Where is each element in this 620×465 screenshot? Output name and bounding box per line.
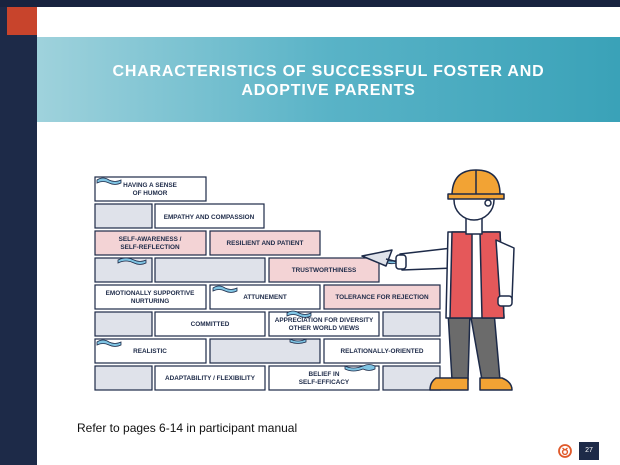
brick-label-resilient: RESILIENT AND PATIENT <box>227 240 304 247</box>
brick-emotionally-supportive <box>94 284 207 310</box>
brick-trustworthiness <box>268 257 380 283</box>
brick-label-selfaware-1: SELF-AWARENESS / <box>119 236 182 243</box>
brick-resilient <box>209 230 321 256</box>
trowel-icon <box>361 249 393 267</box>
brick-humor <box>94 176 207 202</box>
brick-diversity <box>268 311 380 337</box>
brick-blank <box>94 203 153 229</box>
brick-adaptability <box>154 365 266 391</box>
brick-label-attunement: ATTUNEMENT <box>243 294 287 301</box>
brick-label-humor-2: OF HUMOR <box>133 190 168 197</box>
brick-label-efficacy-1: BELIEF IN <box>309 371 340 378</box>
org-logo-icon <box>558 444 572 458</box>
red-accent-square <box>7 7 37 35</box>
brick-blank <box>382 311 441 337</box>
brick-label-relational: RELATIONALLY-ORIENTED <box>340 348 423 355</box>
brick-label-selfaware-2: SELF-REFLECTION <box>120 244 180 251</box>
brick-label-humor-1: HAVING A SENSE <box>123 182 177 189</box>
brick-blank <box>154 257 266 283</box>
slide-title-line-2: ADOPTIVE PARENTS <box>241 82 416 99</box>
brick-label-emotional-2: NURTURING <box>131 298 169 305</box>
brick-self-awareness <box>94 230 207 256</box>
slide-title-line-1: CHARACTERISTICS OF SUCCESSFUL FOSTER AND <box>112 63 545 80</box>
brick-tolerance <box>323 284 441 310</box>
brick-relationally-oriented <box>323 338 441 364</box>
construction-worker-illustration <box>361 169 515 391</box>
brick-empathy <box>154 203 265 229</box>
brick-label-realistic: REALISTIC <box>133 348 167 355</box>
slide-title: CHARACTERISTICS OF SUCCESSFUL FOSTER AND… <box>37 62 620 100</box>
brick-blank <box>94 365 153 391</box>
brick-label-committed: COMMITTED <box>191 321 230 328</box>
brick-blank <box>94 311 153 337</box>
title-band <box>37 37 620 122</box>
brick-label-trust: TRUSTWORTHINESS <box>292 267 357 274</box>
brick-committed <box>154 311 266 337</box>
brick-label-adaptability: ADAPTABILITY / FLEXIBILITY <box>165 375 256 382</box>
brick-label-emotional-1: EMOTIONALLY SUPPORTIVE <box>106 290 196 297</box>
brick-label-empathy: EMPATHY AND COMPASSION <box>164 214 255 221</box>
brick-label-tolerance: TOLERANCE FOR REJECTION <box>335 294 429 301</box>
page-number: 27 <box>579 442 599 460</box>
footer-reference-text: Refer to pages 6-14 in participant manua… <box>77 421 298 435</box>
brick-label-diversity-2: OTHER WORLD VIEWS <box>289 325 360 332</box>
brick-label-efficacy-2: SELF-EFFICACY <box>299 379 350 386</box>
left-accent-bar <box>0 7 37 465</box>
top-rule <box>0 0 620 7</box>
brick-label-diversity-1: APPRECIATION FOR DIVERSITY <box>275 317 374 324</box>
brick-realistic <box>94 338 207 364</box>
